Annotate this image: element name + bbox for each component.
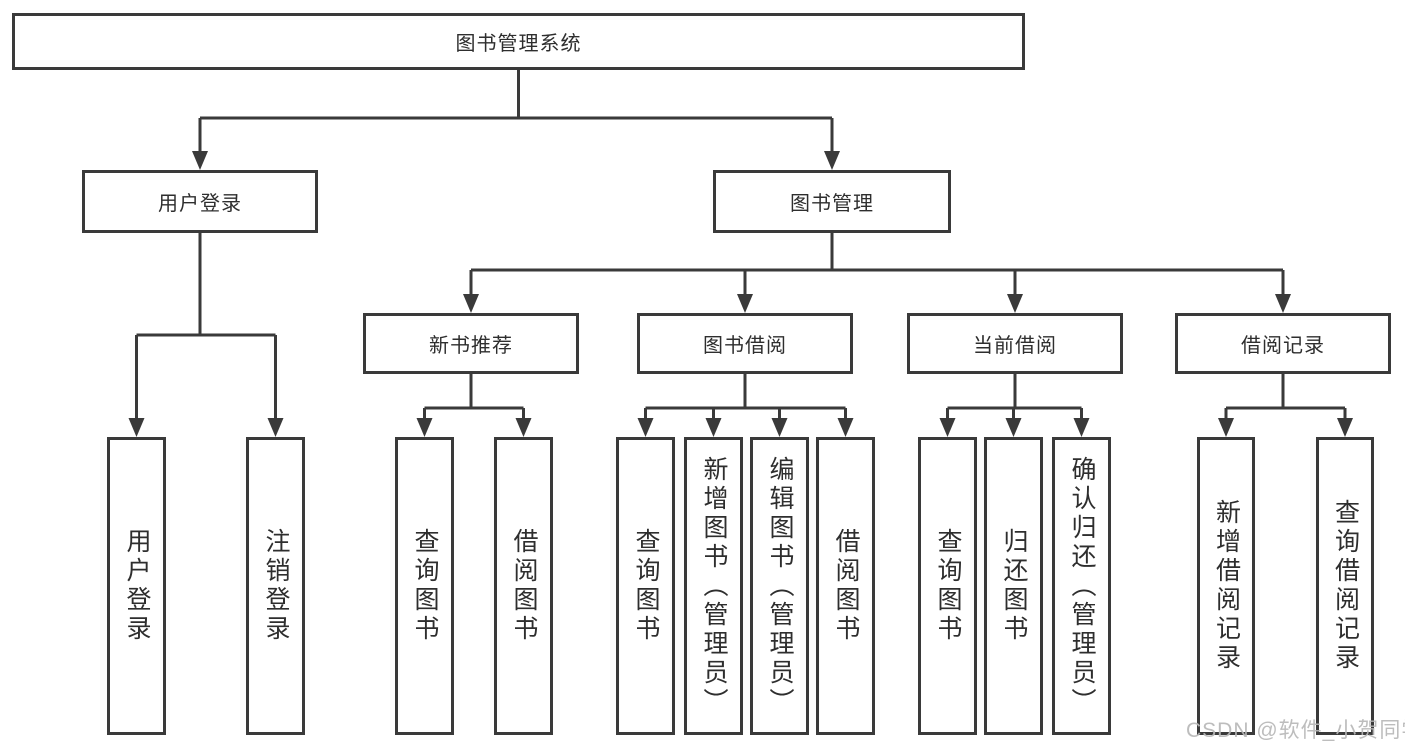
- arrow-down-icon: [939, 418, 956, 437]
- node-book-borrow: 图书借阅: [637, 313, 853, 374]
- node-root: 图书管理系统: [12, 13, 1025, 70]
- leaf-label: 编辑图书（管理员）: [766, 455, 794, 717]
- connector-root: [192, 70, 840, 170]
- arrow-down-icon: [771, 418, 788, 437]
- leaf-query-borrow-record: 查询借阅记录: [1316, 437, 1374, 735]
- leaf-borrow-books: 借阅图书: [816, 437, 875, 735]
- arrow-down-icon: [637, 418, 654, 437]
- connector-current-borrow: [939, 373, 1090, 437]
- connector-book-management: [463, 233, 1291, 313]
- leaf-label: 借阅图书: [832, 528, 860, 644]
- leaf-confirm-return-admin: 确认归还（管理员）: [1052, 437, 1111, 735]
- leaf-label: 用户登录: [123, 528, 151, 644]
- connector-user-login: [128, 233, 284, 437]
- leaf-add-borrow-record: 新增借阅记录: [1197, 437, 1255, 735]
- leaf-borrow-books-recommend: 借阅图书: [494, 437, 553, 735]
- arrow-down-icon: [705, 418, 722, 437]
- leaf-label: 新增图书（管理员）: [700, 455, 728, 717]
- arrow-down-icon: [1007, 294, 1023, 313]
- arrow-down-icon: [1005, 418, 1022, 437]
- arrow-down-icon: [824, 151, 840, 170]
- connector-borrow-records: [1218, 373, 1353, 437]
- leaf-query-books-current: 查询图书: [918, 437, 977, 735]
- arrow-down-icon: [515, 418, 532, 437]
- arrow-down-icon: [416, 418, 433, 437]
- node-borrow-records: 借阅记录: [1175, 313, 1391, 374]
- leaf-label: 新增借阅记录: [1212, 499, 1241, 673]
- arrow-down-icon: [128, 418, 145, 437]
- arrow-down-icon: [192, 151, 208, 170]
- leaf-label: 归还图书: [1000, 528, 1028, 644]
- node-book-management: 图书管理: [713, 170, 951, 233]
- leaf-query-books-recommend: 查询图书: [395, 437, 454, 735]
- leaf-label: 注销登录: [262, 528, 290, 644]
- arrow-down-icon: [837, 418, 854, 437]
- leaf-logout: 注销登录: [246, 437, 305, 735]
- connector-new-book-recommend: [416, 373, 532, 437]
- csdn-watermark: CSDN @软件_小贺同学: [1186, 719, 1405, 742]
- leaf-query-books-borrow: 查询图书: [616, 437, 675, 735]
- leaf-add-book-admin: 新增图书（管理员）: [684, 437, 743, 735]
- leaf-label: 查询图书: [632, 528, 660, 644]
- arrow-down-icon: [1218, 418, 1234, 437]
- leaf-user-login: 用户登录: [107, 437, 166, 735]
- arrow-down-icon: [1275, 294, 1291, 313]
- arrow-down-icon: [267, 418, 284, 437]
- leaf-edit-book-admin: 编辑图书（管理员）: [750, 437, 809, 735]
- arrow-down-icon: [1073, 418, 1090, 437]
- leaf-label: 查询图书: [411, 528, 439, 644]
- leaf-label: 确认归还（管理员）: [1068, 455, 1096, 717]
- leaf-return-book: 归还图书: [984, 437, 1043, 735]
- leaf-label: 查询借阅记录: [1331, 499, 1360, 673]
- leaf-label: 查询图书: [934, 528, 962, 644]
- node-user-login: 用户登录: [82, 170, 318, 233]
- node-current-borrow: 当前借阅: [907, 313, 1123, 374]
- arrow-down-icon: [737, 294, 753, 313]
- connector-book-borrow: [637, 373, 854, 437]
- arrow-down-icon: [1337, 418, 1353, 437]
- arrow-down-icon: [463, 294, 479, 313]
- leaf-label: 借阅图书: [510, 528, 538, 644]
- node-new-book-recommend: 新书推荐: [363, 313, 579, 374]
